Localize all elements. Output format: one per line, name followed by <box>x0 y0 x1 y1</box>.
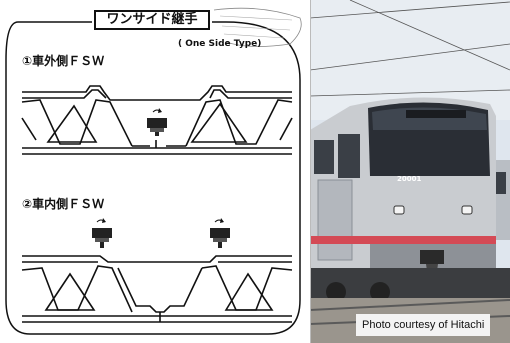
photo-credit: Photo courtesy of Hitachi <box>356 314 491 336</box>
train-number: 20001 <box>397 175 422 183</box>
fsw-diagram-panel: ワンサイド継手 ( One Side Type) ①車外側ＦＳＷ ②車内側ＦＳＷ <box>5 7 302 335</box>
joint-1-extrusion <box>21 85 293 155</box>
frame-border <box>5 21 301 335</box>
case-2-label: ②車内側ＦＳＷ <box>22 197 105 211</box>
fsw-tool-left-icon <box>92 218 112 248</box>
joint-2-extrusion <box>21 255 293 323</box>
diagram-title: ワンサイド継手 <box>94 10 210 30</box>
stamp-mark <box>213 7 302 47</box>
stamp-lines <box>219 15 293 39</box>
fsw-tool-icon <box>147 108 167 136</box>
diagram-drawing <box>5 7 302 335</box>
diagram-subtitle: ( One Side Type) <box>178 39 262 49</box>
train-illustration <box>310 0 510 343</box>
train-photo: 20001 Photo courtesy of Hitachi <box>310 0 510 343</box>
fsw-tool-right-icon <box>210 218 230 248</box>
case-1-label: ①車外側ＦＳＷ <box>22 54 105 68</box>
